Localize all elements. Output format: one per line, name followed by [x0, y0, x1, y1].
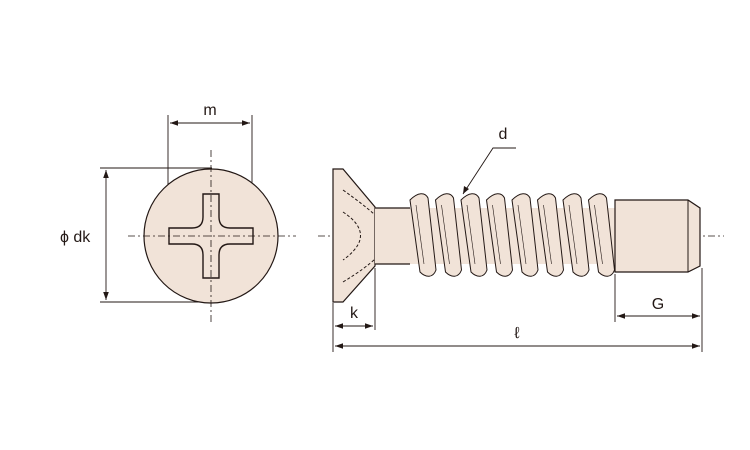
pilot-tip: [614, 199, 701, 273]
m-label: m: [203, 102, 216, 119]
head-top-view: [100, 115, 296, 324]
countersunk-head: [332, 168, 376, 303]
dk-label: ϕ dk: [60, 229, 91, 246]
thread-shading: [543, 204, 552, 265]
l-length-label: ℓ: [514, 325, 519, 342]
d-label: d: [499, 126, 508, 143]
thread-shading: [466, 204, 476, 265]
recess-hidden-line-cone: [342, 211, 361, 261]
thread-shading: [594, 204, 603, 265]
thread-crest: [536, 193, 565, 277]
d-leader-line: [462, 147, 516, 195]
thread-shading: [492, 204, 501, 265]
thread-shading: [568, 204, 578, 265]
phillips-recess: [168, 193, 254, 279]
thread-crest: [409, 193, 437, 277]
thread-shading: [441, 204, 450, 265]
thread-shading: [517, 204, 527, 265]
k-label: k: [350, 305, 359, 322]
screw-side-view: [318, 147, 724, 352]
thread-crest: [562, 193, 590, 277]
thread-crest: [460, 193, 488, 277]
d-leader-arrow: [463, 186, 469, 194]
g-label: G: [652, 296, 664, 313]
thread-crest: [434, 193, 463, 277]
thread-section: [409, 193, 616, 277]
thread-shading: [415, 204, 425, 265]
recess-hidden-line-top: [342, 189, 375, 215]
thread-crest: [485, 193, 514, 277]
thread-crest: [511, 193, 539, 277]
